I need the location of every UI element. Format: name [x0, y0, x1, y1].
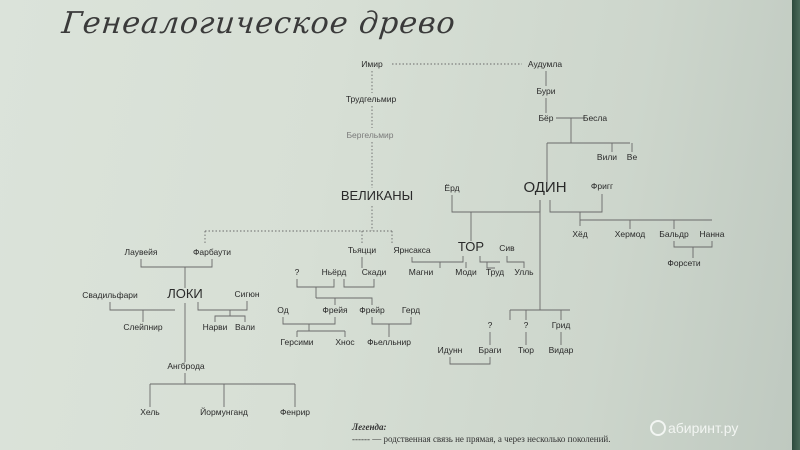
node-farbauti: Фарбаути [193, 247, 231, 257]
node-vali: Вали [235, 322, 255, 332]
connector-tor-siv [479, 256, 500, 263]
connector-odin-descendants [509, 200, 570, 320]
node-bragi: Браги [479, 345, 502, 355]
node-besla: Бесла [583, 113, 608, 123]
node-fyolnir: Фьелльнир [367, 337, 411, 347]
node-freyja: Фрейя [322, 305, 348, 315]
node-frigg: Фригг [591, 181, 613, 191]
node-unk1: ? [295, 267, 300, 277]
connector-laufey-farbauti [140, 259, 213, 288]
node-tyr: Тюр [518, 345, 534, 355]
node-gerd: Герд [402, 305, 420, 315]
connector-nyord-unknown [296, 279, 335, 288]
node-grid: Грид [552, 320, 571, 330]
connector-loki-sigyn-children [214, 310, 246, 322]
connector-idunn-bragi [449, 357, 491, 365]
node-nanna: Нанна [700, 229, 725, 239]
connector-baldr-nanna [673, 241, 713, 258]
node-audumla: Аудумла [528, 59, 562, 69]
legend-title: Легенда: [352, 422, 387, 432]
node-odin: ОДИН [523, 179, 566, 196]
legend-text: ------ — родственная связь не прямая, а … [352, 434, 611, 444]
node-siv: Сив [499, 243, 515, 253]
node-sigyn: Сигюн [234, 289, 259, 299]
connector-giants-branch [204, 206, 393, 245]
node-tor: ТОР [458, 239, 484, 254]
node-ve: Ве [627, 152, 638, 162]
node-hnos: Хнос [335, 337, 355, 347]
node-gersimi: Герсими [280, 337, 313, 347]
node-trudgelmir: Трудгельмир [346, 94, 397, 104]
connector-freyr-gerd [371, 317, 412, 337]
connector-loki-svadilfari [109, 302, 175, 311]
node-jormungand: Йормунганд [200, 406, 248, 417]
node-vidar: Видар [549, 345, 574, 355]
connector-od-freyja [282, 317, 336, 325]
node-od: Од [277, 305, 288, 315]
node-vili: Вили [597, 152, 617, 162]
node-fenrir: Фенрир [280, 407, 310, 417]
watermark: абиринт.ру [668, 420, 739, 436]
connector-odin-frigg [549, 194, 603, 213]
node-narvi: Нарви [203, 322, 228, 332]
node-angrboda: Ангброда [167, 361, 205, 371]
connector-loki-sigyn [197, 301, 248, 311]
node-forseti: Форсети [667, 258, 701, 268]
node-yarnsaxa: Ярнсакса [393, 245, 431, 255]
node-hyod: Хёд [572, 229, 587, 239]
node-trud: Труд [486, 267, 504, 277]
node-sleipnir: Слейпнир [123, 322, 163, 332]
node-ull: Улль [514, 267, 534, 277]
node-skadi: Скади [362, 267, 387, 277]
node-laufey: Лаувейя [125, 247, 158, 257]
node-magni: Магни [409, 267, 434, 277]
node-baldr: Бальдр [659, 229, 689, 239]
connector-angrboda-children [149, 373, 296, 407]
node-loki: ЛОКИ [167, 286, 203, 301]
watermark-icon [650, 420, 666, 436]
node-veliakany: ВЕЛИКАНЫ [341, 188, 413, 203]
node-hel: Хель [140, 407, 160, 417]
node-freyr: Фрейр [359, 305, 385, 315]
connector-tor-yarnsaxa [411, 256, 464, 263]
node-buri: Бури [536, 86, 555, 96]
node-unk2: ? [488, 320, 493, 330]
node-imir: Имир [361, 59, 383, 69]
node-tyazzi: Тьяцци [348, 245, 377, 255]
connector-odin-frigg-children [579, 212, 712, 229]
node-hermod: Хермод [615, 229, 646, 239]
tree-connectors [109, 63, 713, 407]
node-nyord: Ньёрд [322, 267, 347, 277]
node-modi: Моди [455, 267, 477, 277]
connector-odin-yord [451, 195, 541, 213]
book-spine [792, 0, 800, 450]
node-unk3: ? [524, 320, 529, 330]
node-bergelmir: Бергельмир [346, 130, 393, 140]
node-yord: Ёрд [444, 183, 459, 193]
connector-byor-children [546, 118, 633, 182]
node-svadilfari: Свадильфари [82, 290, 138, 300]
node-idunn: Идунн [438, 345, 463, 355]
connector-tor-children [439, 256, 525, 269]
connector-nyord-children [315, 287, 373, 305]
connector-nyord-skadi [343, 279, 375, 288]
connector-od-freyja-children [296, 324, 346, 337]
node-byor: Бёр [538, 113, 553, 123]
